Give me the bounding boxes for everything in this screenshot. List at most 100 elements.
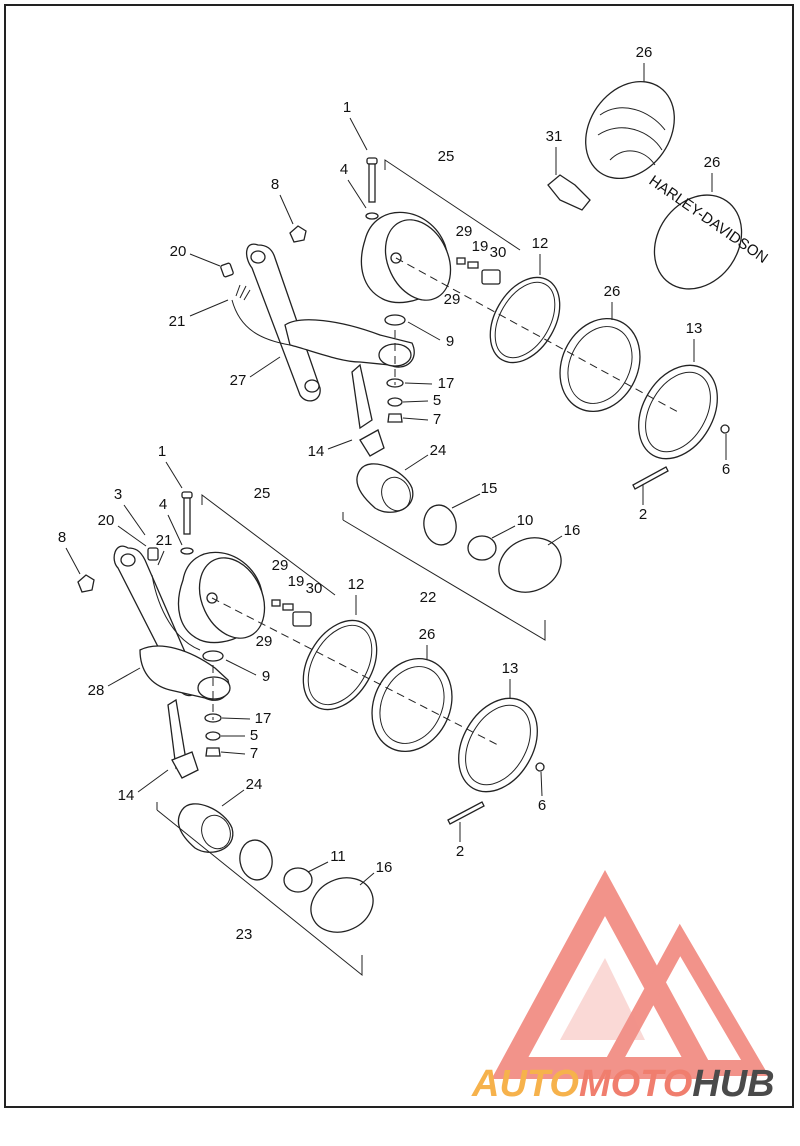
acorn-nut-8-top (289, 225, 307, 243)
stem-top (351, 363, 373, 430)
label-bottom-30: 30 (306, 580, 323, 597)
bulb-10-top (467, 535, 497, 561)
label-bottom-1: 1 (158, 443, 166, 460)
lens-26a-grid (597, 107, 666, 166)
label-bottom-29b: 29 (256, 633, 273, 650)
label-top-7: 7 (433, 411, 441, 428)
mount-bracket-27 (246, 243, 321, 402)
bracket-group-25-bottom (201, 493, 336, 596)
washer-9-bottom (202, 650, 224, 662)
label-bottom-14: 14 (118, 787, 135, 804)
watermark-hub: HUB (692, 1063, 774, 1105)
clamp-14-bottom (171, 751, 199, 779)
label-bottom-3: 3 (114, 486, 122, 503)
label-bottom-12: 12 (348, 576, 365, 593)
trim-ring-13-bottom (458, 697, 538, 793)
insert-20-bottom (147, 547, 159, 561)
wire-21-top (231, 299, 291, 346)
watermark-text: AUTOMOTOHUB (471, 1063, 775, 1105)
label-top-30: 30 (490, 244, 507, 261)
label-bottom-16: 16 (376, 859, 393, 876)
label-top-26c: 26 (604, 283, 621, 300)
bracket-group-23 (156, 802, 363, 977)
bulb-31 (547, 174, 591, 211)
label-bottom-29a: 29 (272, 557, 289, 574)
connector-19-top (467, 261, 479, 269)
bulb-11-bottom (283, 867, 313, 893)
bracket28-hole-upper (120, 553, 136, 567)
label-top-26a: 26 (636, 44, 653, 61)
wire-ends-21 (235, 284, 251, 301)
logo-triangle-right (596, 923, 769, 1076)
label-top-19: 19 (472, 238, 489, 255)
label-top-27: 27 (230, 372, 247, 389)
bolt-head-1-bottom (181, 491, 193, 499)
nut-6-bottom (535, 762, 545, 772)
clamp-14-top (359, 429, 385, 457)
watermark-moto: MOTO (579, 1063, 692, 1105)
acorn-nut-8-bottom (77, 574, 95, 593)
bottom-assembly (77, 491, 545, 977)
bracket-hole-lower (304, 379, 320, 393)
label-bottom-17: 17 (255, 710, 272, 727)
nut-6-top (720, 424, 730, 434)
connector-30-bottom (292, 611, 312, 627)
label-top-22: 22 (420, 589, 437, 606)
label-top-14: 14 (308, 443, 325, 460)
label-top-29b: 29 (444, 291, 461, 308)
label-top-20: 20 (170, 243, 187, 260)
washer-9-top (384, 314, 406, 326)
label-bottom-9: 9 (262, 668, 270, 685)
bezel-15-top (423, 504, 457, 546)
trim-ring-12-bottom (302, 619, 378, 711)
label-top-4: 4 (340, 161, 348, 178)
labels-bottom: 1 3 4 25 20 21 8 29 19 30 29 12 26 9 28 … (58, 443, 546, 943)
lens-26a (585, 80, 675, 180)
nut-7-bottom (205, 747, 221, 757)
label-top-31: 31 (546, 128, 563, 145)
washer-4-top (365, 212, 379, 220)
connector-29a-bottom (271, 599, 281, 607)
bracket-boss-bottom (197, 676, 231, 700)
label-top-24: 24 (430, 442, 447, 459)
watermark-logo (491, 869, 769, 1079)
label-bottom-19: 19 (288, 573, 305, 590)
label-top-10: 10 (517, 512, 534, 529)
label-top-16: 16 (564, 522, 581, 539)
label-top-15: 15 (481, 480, 498, 497)
signal-housing-24-bottom (177, 803, 234, 853)
wire-21-bottom (151, 574, 201, 651)
label-top-13: 13 (686, 320, 703, 337)
sealed-beam-26-bottom (371, 657, 453, 753)
trim-ring-12-top (489, 276, 561, 364)
label-top-17: 17 (438, 375, 455, 392)
washer-5-top (387, 397, 403, 407)
bracket-group-25-top (384, 159, 521, 251)
label-bottom-11: 11 (330, 848, 346, 865)
label-bottom-7: 7 (250, 745, 258, 762)
bracket-group-22 (342, 512, 546, 641)
signal-housing-24-top (356, 463, 414, 513)
label-top-29a: 29 (456, 223, 473, 240)
label-top-12: 12 (532, 235, 549, 252)
label-bottom-5: 5 (250, 727, 258, 744)
bezel-bottom (239, 839, 273, 881)
label-top-25: 25 (438, 148, 455, 165)
label-top-5: 5 (433, 392, 441, 409)
label-bottom-13: 13 (502, 660, 519, 677)
label-bottom-6: 6 (538, 797, 546, 814)
axis-line-bottom (211, 597, 499, 746)
svg-text:AUTOMOTOHUB: AUTOMOTOHUB (471, 1063, 775, 1105)
label-bottom-25: 25 (254, 485, 271, 502)
insert-20-top (220, 262, 234, 278)
logo-inner (560, 958, 645, 1040)
screw-2-top (632, 466, 669, 490)
bolt-shank-1-bottom (183, 497, 191, 535)
washer-4-bottom (180, 547, 194, 555)
bracket-hole-upper (250, 250, 266, 264)
label-bottom-4: 4 (159, 496, 167, 513)
screw-2-bottom (447, 801, 485, 825)
bolt-head-1-top (366, 157, 378, 165)
sealed-beam-26-top (559, 317, 641, 413)
connector-30-top (481, 269, 501, 285)
